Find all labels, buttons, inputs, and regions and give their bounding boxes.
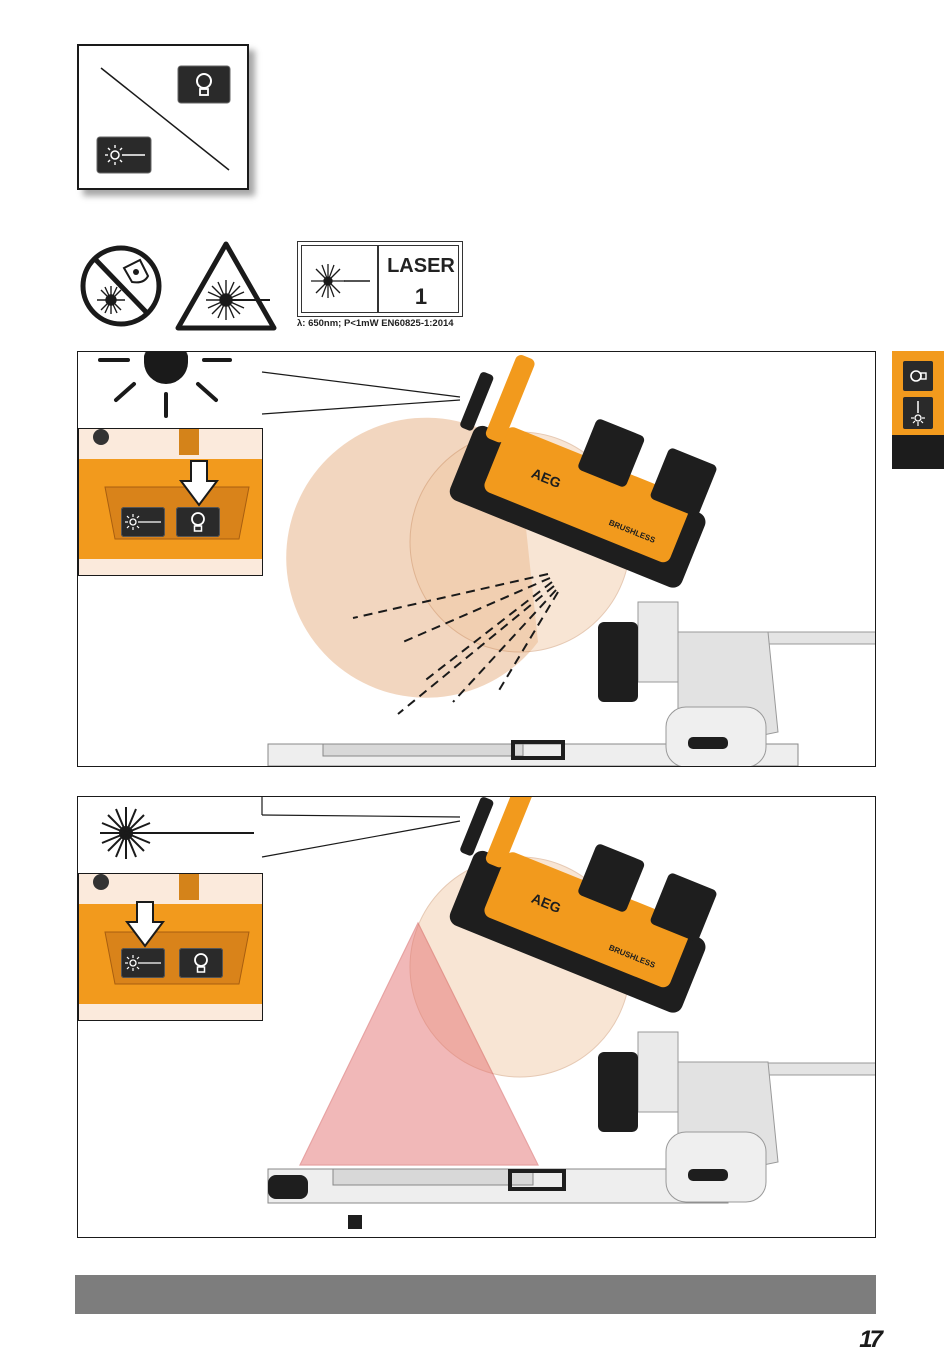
side-tab-svg bbox=[892, 351, 944, 469]
work-light-inset-svg bbox=[79, 429, 262, 575]
laser-button-icon bbox=[97, 137, 151, 173]
work-light-sun-icon bbox=[96, 352, 236, 420]
footer-bar bbox=[75, 1275, 876, 1314]
laser-line-icon-2 bbox=[121, 948, 165, 978]
laser-specification: λ: 650nm; P<1mW EN60825-1:2014 bbox=[297, 318, 472, 329]
switch-diagram-svg bbox=[79, 46, 249, 190]
laser-starburst-large-icon bbox=[98, 801, 258, 865]
press-arrow-icon-2 bbox=[125, 900, 165, 948]
light-laser-switch-diagram bbox=[77, 44, 249, 190]
laser-warning-triangle-icon bbox=[174, 240, 278, 332]
laser-inset-svg bbox=[79, 874, 262, 1020]
laser-switch-inset bbox=[78, 873, 263, 1021]
page-number: 17 bbox=[846, 1326, 880, 1352]
work-light-button-icon bbox=[178, 66, 230, 103]
laser-label-frame: LASER 1 bbox=[301, 245, 459, 313]
laser-word: LASER bbox=[380, 255, 462, 278]
work-light-icon-2 bbox=[179, 948, 223, 978]
laser-label-divider bbox=[377, 246, 379, 312]
laser-class-label: LASER 1 bbox=[297, 241, 463, 317]
laser-line-icon bbox=[121, 507, 165, 537]
do-not-stare-into-beam-icon bbox=[78, 242, 168, 330]
laser-panel: AEG BRUSHLESS bbox=[77, 796, 876, 1238]
work-light-panel: AEG BRUSHLESS bbox=[77, 351, 876, 767]
work-light-switch-inset bbox=[78, 428, 263, 576]
laser-switch-button-2 bbox=[121, 948, 165, 978]
work-light-switch-button-2 bbox=[179, 948, 223, 978]
work-light-switch-button bbox=[176, 507, 220, 537]
laser-class-number: 1 bbox=[380, 284, 462, 310]
section-side-tab bbox=[892, 351, 944, 469]
work-light-icon bbox=[176, 507, 220, 537]
laser-starburst-icon bbox=[306, 256, 372, 306]
laser-switch-button bbox=[121, 507, 165, 537]
press-arrow-icon bbox=[179, 459, 219, 507]
